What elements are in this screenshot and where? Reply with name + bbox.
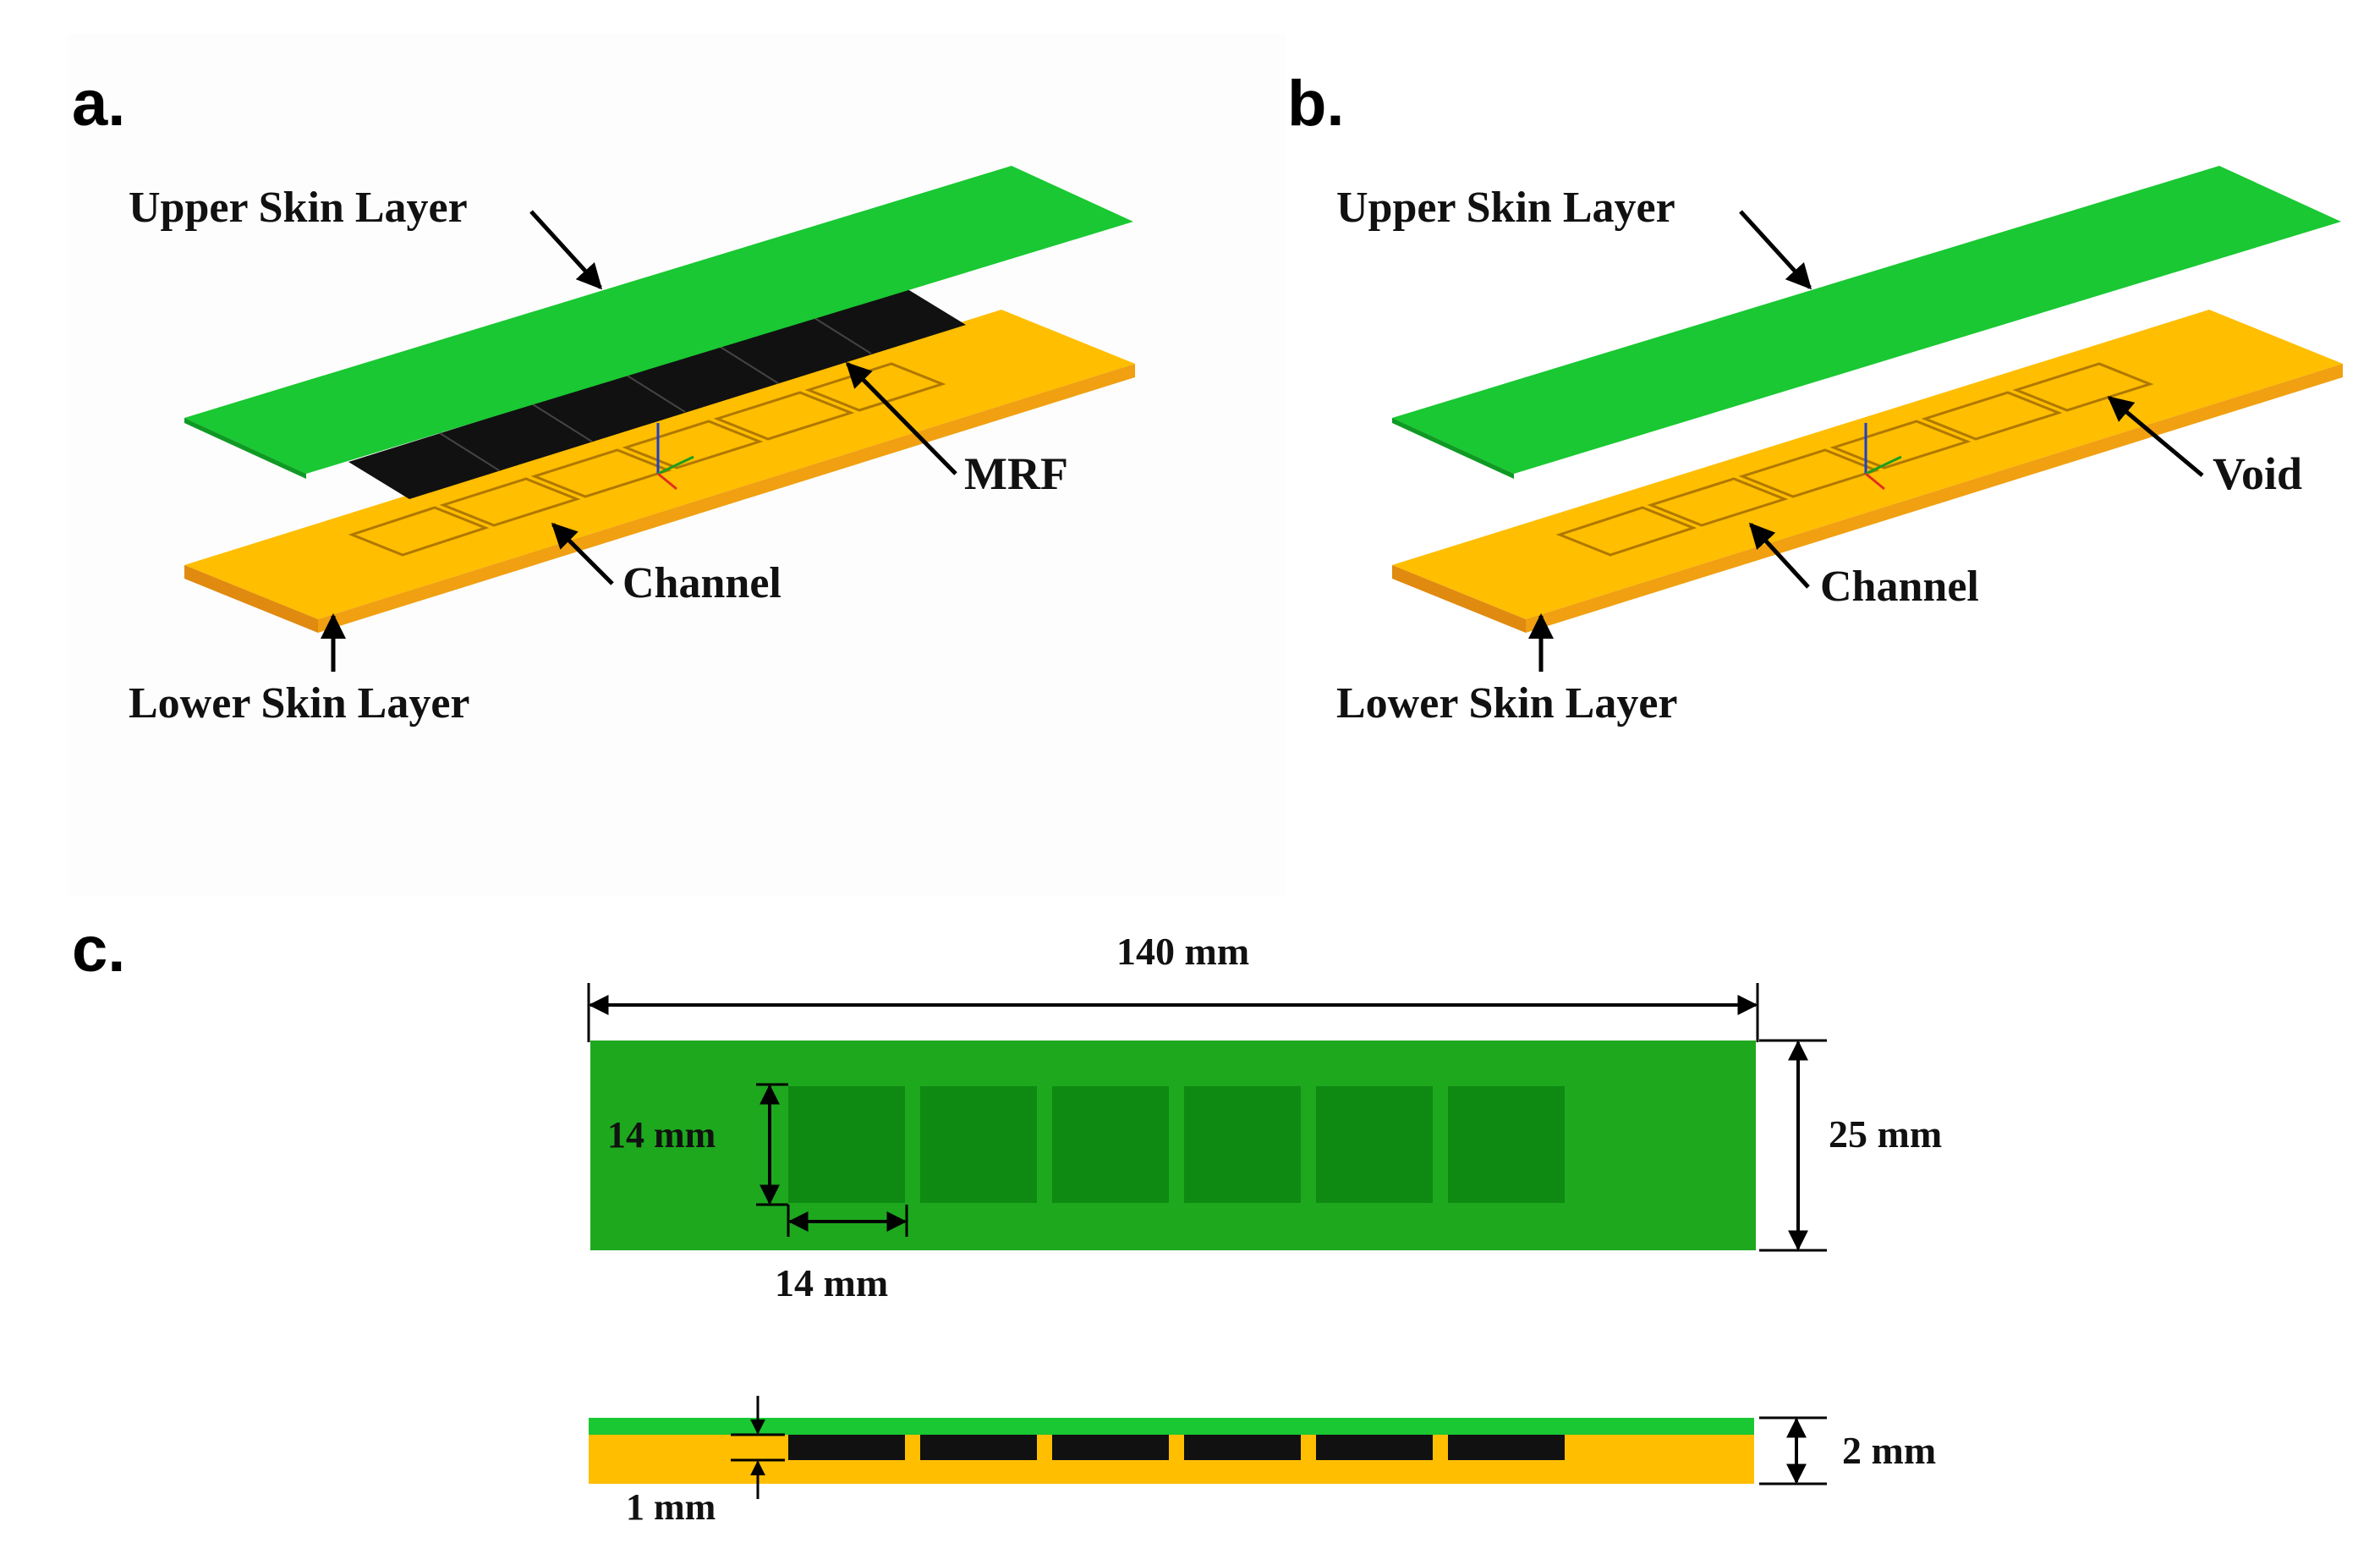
mrf-layer xyxy=(348,288,966,499)
thickness-label: 2 mm xyxy=(1842,1429,1936,1472)
cell-height-label: 14 mm xyxy=(607,1114,716,1156)
channel-arrow-b xyxy=(1748,522,1810,589)
upper-skin-layer-a xyxy=(184,166,1133,479)
upper-skin-arrow-b xyxy=(1739,210,1812,290)
upper-thickness-label: 1 mm xyxy=(626,1486,716,1528)
void-arrow xyxy=(2107,396,2204,477)
width-label: 25 mm xyxy=(1829,1112,1942,1156)
lower-skin-layer-b xyxy=(1392,310,2343,633)
mrf-arrow xyxy=(845,361,957,475)
upper-skin-arrow-a xyxy=(529,210,603,290)
upper-skin-label-a: Upper Skin Layer xyxy=(129,184,468,232)
axis-triad-a xyxy=(656,423,694,491)
upper-skin-layer-b xyxy=(1392,166,2341,479)
top-view xyxy=(590,1041,1756,1250)
mrf-label: MRF xyxy=(964,448,1068,499)
side-view-mrf-cells xyxy=(788,1435,1565,1460)
side-view xyxy=(589,1418,1754,1484)
panel-c: c. 140 mm 25 mm 14 mm xyxy=(72,914,1942,1528)
panel-a: a. xyxy=(68,34,1286,897)
lower-skin-layer-a xyxy=(184,310,1135,633)
channel-arrow-a xyxy=(551,522,614,585)
panel-b-letter: b. xyxy=(1287,68,1345,140)
channel-cells-b xyxy=(1555,362,2154,557)
lower-skin-label-a: Lower Skin Layer xyxy=(129,679,470,728)
axis-triad-b xyxy=(1864,423,1902,491)
top-view-cells xyxy=(788,1086,1565,1203)
upper-skin-label-b: Upper Skin Layer xyxy=(1336,184,1675,232)
panel-c-letter: c. xyxy=(72,914,125,986)
channel-label-a: Channel xyxy=(622,559,781,607)
length-label: 140 mm xyxy=(1116,930,1249,973)
lower-skin-label-b: Lower Skin Layer xyxy=(1336,679,1678,728)
panel-a-letter: a. xyxy=(72,68,125,140)
cell-width-label: 14 mm xyxy=(775,1261,888,1304)
panel-b: b. Upper Skin Layer Void C xyxy=(1287,68,2343,728)
channel-label-b: Channel xyxy=(1820,563,1979,611)
void-label: Void xyxy=(2213,448,2302,499)
